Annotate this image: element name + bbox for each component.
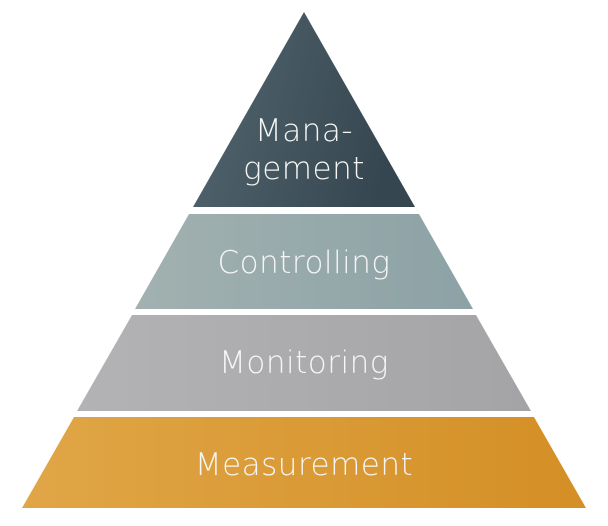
monitoring-label: Monitoring — [219, 345, 389, 381]
pyramid-layer-controlling — [135, 214, 473, 309]
management-label-line1: Mana- — [255, 113, 353, 149]
management-label-line2: gement — [243, 151, 365, 187]
measurement-label: Measurement — [195, 447, 413, 483]
pyramid-layer-measurement — [22, 417, 586, 508]
pyramid-layer-management — [193, 12, 415, 207]
pyramid-layer-monitoring — [77, 315, 531, 411]
controlling-label: Controlling — [217, 245, 390, 281]
